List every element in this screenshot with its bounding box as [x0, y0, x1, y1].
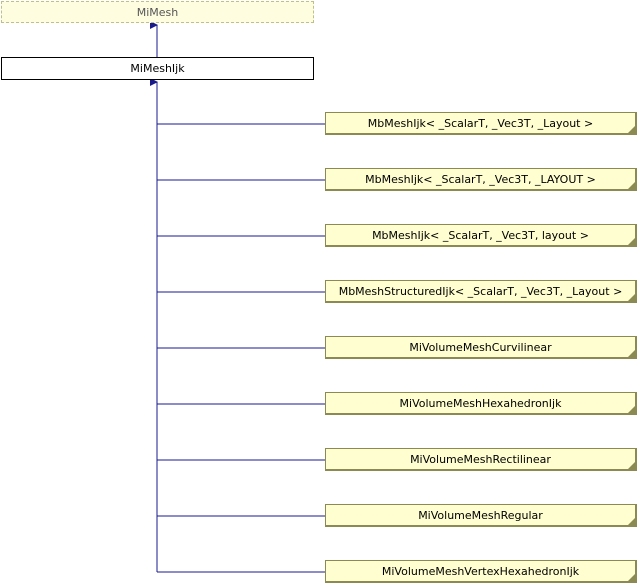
class-node-mivolumemeshregular[interactable]: MiVolumeMeshRegular [325, 504, 637, 527]
class-node-mivolumemeshcurvilinear[interactable]: MiVolumeMeshCurvilinear [325, 336, 637, 359]
class-node-mbmeshstructuredijk[interactable]: MbMeshStructuredIjk< _ScalarT, _Vec3T, _… [325, 280, 637, 303]
class-label: MbMeshIjk< _ScalarT, _Vec3T, layout > [372, 228, 589, 242]
class-label: MiVolumeMeshVertexHexahedronIjk [381, 564, 580, 578]
class-node-mbmeshijk-layout-lower[interactable]: MbMeshIjk< _ScalarT, _Vec3T, layout > [325, 224, 637, 247]
class-label: MiVolumeMeshRegular [418, 508, 543, 522]
class-label: MiVolumeMeshRectilinear [410, 452, 551, 466]
class-node-mimeshijk[interactable]: MiMeshIjk [1, 57, 314, 80]
class-node-mimesh[interactable]: MiMesh [1, 1, 314, 23]
class-label: MiVolumeMeshCurvilinear [409, 340, 552, 354]
class-node-mbmeshijk-layout-upper[interactable]: MbMeshIjk< _ScalarT, _Vec3T, _LAYOUT > [325, 168, 637, 191]
class-label: MbMeshIjk< _ScalarT, _Vec3T, _LAYOUT > [365, 172, 596, 186]
class-label: MiMeshIjk [130, 62, 185, 75]
class-label: MiMesh [136, 5, 179, 19]
class-label: MbMeshIjk< _ScalarT, _Vec3T, _Layout > [367, 116, 594, 130]
class-node-mivolumemeshrectilinear[interactable]: MiVolumeMeshRectilinear [325, 448, 637, 471]
class-label: MiVolumeMeshHexahedronIjk [399, 396, 562, 410]
class-node-mivolumemeshvertexhexahedronijk[interactable]: MiVolumeMeshVertexHexahedronIjk [325, 560, 637, 583]
class-node-mivolumemeshhexahedronijk[interactable]: MiVolumeMeshHexahedronIjk [325, 392, 637, 415]
class-label: MbMeshStructuredIjk< _ScalarT, _Vec3T, _… [338, 284, 623, 298]
class-node-mbmeshijk-layout[interactable]: MbMeshIjk< _ScalarT, _Vec3T, _Layout > [325, 112, 637, 135]
